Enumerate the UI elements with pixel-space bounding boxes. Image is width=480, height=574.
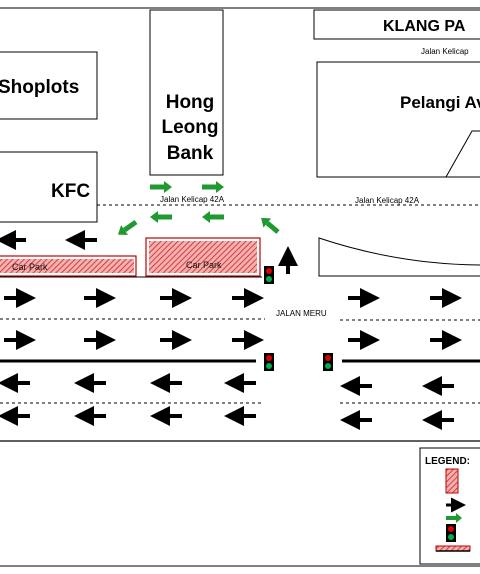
jalan-kelicap-42a-right-label: Jalan Kelicap 42A <box>355 196 420 205</box>
green-arrow-east <box>150 181 172 193</box>
klang-parade-label: KLANG PA <box>383 18 466 35</box>
bank-label: Bank <box>167 143 214 164</box>
kfc-label: KFC <box>51 181 90 202</box>
traffic-arrows <box>0 230 462 430</box>
green-arrow-southwest <box>117 219 138 235</box>
legend-box <box>419 447 480 565</box>
jalan-meru-label: JALAN MERU <box>276 309 327 318</box>
green-arrow-northwest <box>261 217 280 234</box>
leong-label: Leong <box>162 117 219 138</box>
building-klang-parade <box>313 9 480 40</box>
hong-label: Hong <box>166 92 215 113</box>
legend-car-park-swatch <box>445 468 459 494</box>
traffic-light <box>264 266 274 284</box>
pelangi-ramp <box>445 130 480 178</box>
building-kfc <box>0 151 98 223</box>
building-pelangi <box>316 61 480 178</box>
car-park-right <box>149 241 257 273</box>
traffic-light <box>264 353 274 371</box>
legend-traffic-light <box>446 524 456 542</box>
pelangi-label: Pelangi Av <box>400 93 480 112</box>
traffic-light <box>323 353 333 371</box>
jalan-kelicap-label: Jalan Kelicap <box>421 47 469 56</box>
flow-arrows <box>117 181 280 235</box>
road-island-right <box>318 237 480 277</box>
car-park-left-label: Car Park <box>12 262 48 272</box>
legend: LEGEND: <box>419 447 480 565</box>
car-park-right-label: Car Park <box>186 260 222 270</box>
jalan-kelicap-42a-left-label: Jalan Kelicap 42A <box>160 195 225 204</box>
legend-title: LEGEND: <box>425 456 470 467</box>
shoplots-label: Shoplots <box>0 77 79 98</box>
building-hong-leong-bank <box>149 9 224 176</box>
green-arrow-east <box>202 181 224 193</box>
building-shoplots <box>0 51 98 120</box>
green-arrow-west <box>202 211 224 223</box>
green-arrow-west <box>150 211 172 223</box>
car-park-left <box>0 259 134 273</box>
legend-barrier <box>435 545 471 552</box>
legend-flow-arrow <box>446 513 462 523</box>
